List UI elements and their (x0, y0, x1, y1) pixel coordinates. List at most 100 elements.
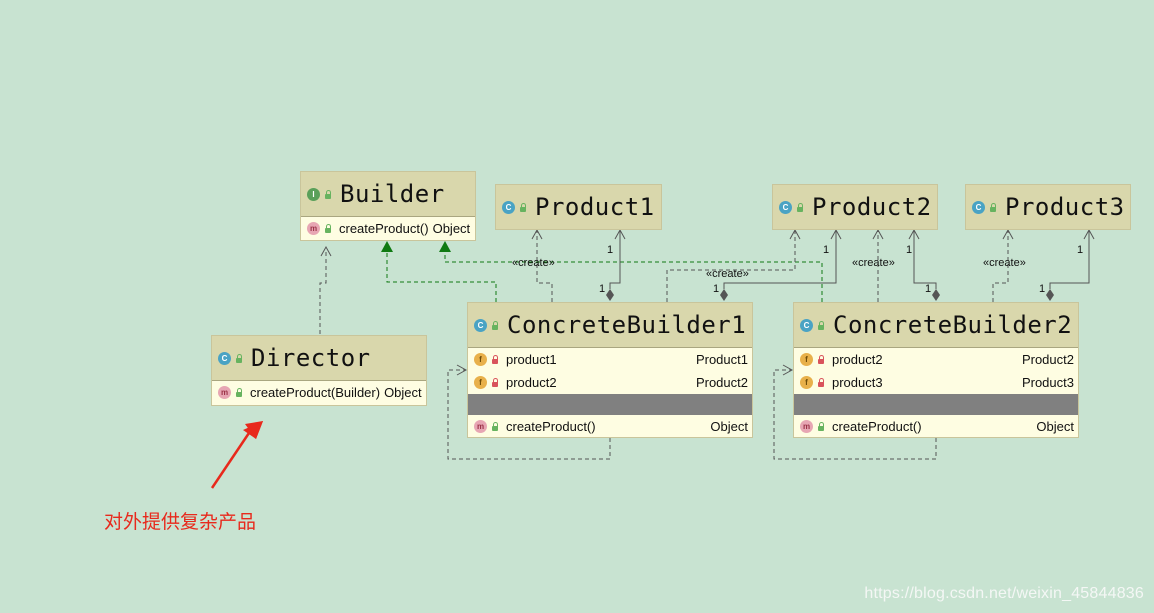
edge-cb1-create-product2 (666, 228, 801, 302)
class-name: Builder (340, 180, 445, 208)
field-row: f product3 Product3 (794, 371, 1078, 394)
field-row: f product2 Product2 (468, 371, 752, 394)
class-name: Director (251, 344, 371, 372)
private-lock-icon (491, 378, 499, 387)
edge-cb2-realizes-builder (439, 241, 823, 302)
field-row: f product2 Product2 (794, 348, 1078, 371)
class-header: C Product2 (773, 185, 937, 229)
create-label: «create» (706, 268, 749, 280)
private-lock-icon (817, 378, 825, 387)
field-name: product2 (506, 375, 557, 390)
create-label: «create» (512, 257, 555, 269)
empty-section (794, 394, 1078, 415)
public-visibility-icon (989, 202, 997, 212)
method-name: createProduct() (832, 419, 922, 434)
field-icon: f (800, 376, 813, 389)
class-name: Product2 (812, 193, 932, 221)
public-visibility-icon (817, 422, 825, 431)
method-row: m createProduct() Object (794, 415, 1078, 438)
method-row: m createProduct(Builder) Object (212, 381, 426, 404)
edge-cb1-self-dependency (447, 364, 611, 460)
class-builder[interactable]: I Builder m createProduct() Object (300, 171, 476, 241)
method-icon: m (307, 222, 320, 235)
public-visibility-icon (817, 320, 825, 330)
edge-cb2-composes-product3 (1046, 228, 1095, 301)
create-label: «create» (852, 257, 895, 269)
method-name: createProduct() (339, 221, 429, 236)
multiplicity-label: 1 (906, 244, 912, 256)
public-visibility-icon (324, 189, 332, 199)
annotation-text: 对外提供复杂产品 (104, 511, 257, 533)
class-icon: C (779, 200, 792, 214)
method-icon: m (218, 386, 231, 399)
multiplicity-label: 1 (607, 244, 613, 256)
class-name: Product3 (1005, 193, 1125, 221)
edge-cb2-create-product2 (872, 228, 884, 302)
class-name: Product1 (535, 193, 655, 221)
empty-section (468, 394, 752, 415)
method-type: Object (1036, 419, 1074, 434)
class-icon: C (800, 318, 813, 332)
edge-cb1-create-product1 (531, 228, 553, 302)
field-name: product3 (832, 375, 883, 390)
field-type: Product1 (695, 352, 748, 367)
edge-cb2-create-product3 (992, 228, 1014, 302)
field-name: product2 (832, 352, 883, 367)
edge-cb2-self-dependency (773, 364, 937, 460)
method-icon: m (800, 420, 813, 433)
class-product1[interactable]: C Product1 (495, 184, 662, 230)
multiplicity-label: 1 (823, 244, 829, 256)
class-icon: C (502, 200, 515, 214)
class-concrete-builder2[interactable]: C ConcreteBuilder2 f product2 Product2 f… (793, 302, 1079, 438)
class-header: C Director (212, 336, 426, 381)
class-icon: C (972, 200, 985, 214)
method-name: createProduct() (506, 419, 596, 434)
interface-icon: I (307, 187, 320, 201)
public-visibility-icon (324, 224, 332, 233)
edge-cb1-composes-product2 (720, 228, 842, 301)
edge-cb1-composes-product1 (606, 228, 626, 301)
field-type: Product2 (1021, 352, 1074, 367)
class-header: C Product1 (496, 185, 661, 229)
field-row: f product1 Product1 (468, 348, 752, 371)
class-name: ConcreteBuilder1 (507, 311, 747, 339)
public-visibility-icon (491, 422, 499, 431)
create-label: «create» (983, 257, 1026, 269)
class-concrete-builder1[interactable]: C ConcreteBuilder1 f product1 Product1 f… (467, 302, 753, 438)
class-header: I Builder (301, 172, 475, 217)
edge-cb1-realizes-builder (381, 241, 497, 302)
method-name: createProduct(Builder) (250, 385, 381, 400)
class-product2[interactable]: C Product2 (772, 184, 938, 230)
private-lock-icon (491, 355, 499, 364)
multiplicity-label: 1 (713, 283, 719, 295)
edge-director-builder (319, 245, 332, 334)
class-header: C Product3 (966, 185, 1130, 229)
public-visibility-icon (519, 202, 527, 212)
class-director[interactable]: C Director m createProduct(Builder) Obje… (211, 335, 427, 406)
field-name: product1 (506, 352, 557, 367)
class-product3[interactable]: C Product3 (965, 184, 1131, 230)
field-type: Product3 (1021, 375, 1074, 390)
class-header: C ConcreteBuilder1 (468, 303, 752, 348)
annotation-arrow (210, 421, 263, 489)
public-visibility-icon (235, 388, 243, 397)
field-icon: f (474, 376, 487, 389)
field-icon: f (474, 353, 487, 366)
class-name: ConcreteBuilder2 (833, 311, 1073, 339)
private-lock-icon (817, 355, 825, 364)
public-visibility-icon (235, 353, 243, 363)
method-type: Object (384, 385, 422, 400)
class-icon: C (218, 351, 231, 365)
method-row: m createProduct() Object (301, 217, 475, 240)
multiplicity-label: 1 (925, 283, 931, 295)
multiplicity-label: 1 (1039, 283, 1045, 295)
class-header: C ConcreteBuilder2 (794, 303, 1078, 348)
method-row: m createProduct() Object (468, 415, 752, 438)
multiplicity-label: 1 (599, 283, 605, 295)
method-type: Object (432, 221, 471, 236)
class-icon: C (474, 318, 487, 332)
field-icon: f (800, 353, 813, 366)
public-visibility-icon (491, 320, 499, 330)
public-visibility-icon (796, 202, 804, 212)
